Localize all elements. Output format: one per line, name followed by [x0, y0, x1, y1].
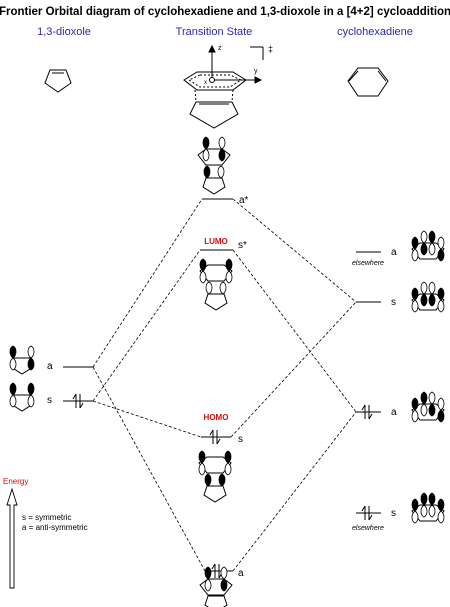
left-a-label: a	[47, 361, 53, 372]
energy-levels	[63, 198, 381, 572]
orbital-ts-a	[199, 566, 233, 607]
energy-label: Energy	[3, 477, 28, 486]
elsewhere-top-tag: elsewhere	[352, 260, 384, 267]
left-s-label: s	[47, 395, 52, 406]
column-right-label: cyclohexadiene	[337, 26, 413, 38]
axis-x-label: x	[204, 80, 207, 86]
ts-s-star-label: s*	[238, 240, 247, 251]
right-s-bottom-label: s	[391, 508, 396, 519]
orbital-right-a-top	[411, 230, 445, 262]
legend-antisymmetric: a = anti-symmetric	[22, 523, 88, 532]
ts-a-label: a	[238, 568, 244, 579]
right-a-bottom-label: a	[391, 407, 397, 418]
column-left-label: 1,3-dioxole	[37, 26, 91, 38]
cyclohexadiene-structure	[347, 67, 389, 97]
axis-y-label: y	[254, 68, 258, 75]
right-s-top-label: s	[391, 297, 396, 308]
lumo-tag: LUMO	[204, 237, 228, 246]
double-dagger-label: ‡	[268, 44, 273, 54]
orbital-right-a-bottom	[411, 391, 445, 423]
orbital-left-s	[9, 382, 35, 412]
dioxole-structure	[44, 69, 72, 93]
orbital-ts-s	[198, 450, 232, 503]
orbital-ts-a-star	[197, 136, 231, 195]
axis-z-label: z	[218, 45, 222, 52]
orbital-left-a	[9, 345, 35, 375]
right-a-top-label: a	[391, 247, 397, 258]
legend-symmetric: s = symmetric	[22, 513, 72, 522]
correlation-lines	[92, 198, 357, 572]
column-middle-label: Transition State	[176, 26, 253, 38]
ts-s-label: s	[238, 434, 243, 445]
elsewhere-bottom-tag: elsewhere	[352, 525, 384, 532]
ts-a-star-label: a*	[239, 195, 249, 206]
homo-tag: HOMO	[204, 413, 229, 422]
orbital-ts-s-star	[199, 258, 233, 311]
orbital-right-s-top	[411, 281, 445, 313]
energy-arrow-icon	[6, 487, 18, 589]
diagram-title: Frontier Orbital diagram of cyclohexadie…	[0, 6, 450, 18]
transition-state-structure	[183, 44, 264, 129]
orbital-right-s-bottom	[411, 492, 445, 524]
